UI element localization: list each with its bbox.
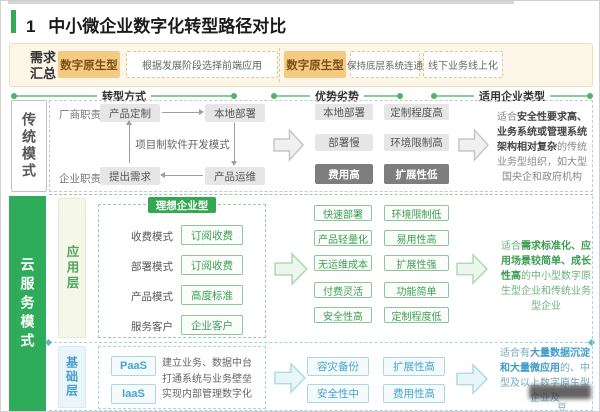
dot-icon — [587, 93, 593, 99]
box-local-deploy: 本地部署 — [205, 104, 265, 122]
base-pros-box: 扩展性高 — [383, 357, 445, 376]
base-pros-box: 容灾备份 — [307, 357, 369, 376]
connector-line — [162, 112, 200, 113]
demand-tag-digital-native-2: 数字原生型 — [284, 51, 346, 78]
base-layer-label: 基础层 — [58, 346, 86, 408]
base-pros-box: 安全性中 — [307, 384, 369, 403]
app-pros-box: 定制程度低 — [384, 307, 449, 323]
app-pros-box: 环境限制低 — [384, 205, 449, 221]
app-pros-box: 易用性高 — [384, 230, 449, 246]
app-pros-box: 付费灵活 — [314, 282, 372, 298]
demand-note-online: 线下业务线上化 — [423, 51, 503, 78]
dot-icon — [11, 93, 17, 99]
pros-box: 部署慢 — [315, 134, 373, 151]
deploy-mode-label: 部署模式 — [131, 261, 173, 273]
block-arrow-right-icon — [457, 125, 490, 165]
cons-box: 费用高 — [315, 164, 373, 184]
title-text: 中小微企业数字化转型路径对比 — [48, 17, 287, 36]
ideal-enterprise-box: 理想企业型 收费模式 订阅收费 部署模式 订阅收费 产品模式 高度标准 服务客户… — [98, 197, 266, 338]
arrowhead-down-icon — [231, 161, 237, 166]
connector-line — [129, 125, 130, 163]
pros-box: 本地部署 — [315, 104, 373, 120]
block-arrow-right-icon — [273, 359, 307, 397]
cloud-mode-label: 云服务模式 — [9, 196, 46, 411]
demand-summary-label: 需求 汇总 — [30, 50, 57, 81]
box-raise-demand: 提出需求 — [100, 167, 160, 185]
fee-mode-value: 订阅收费 — [181, 225, 243, 245]
app-pros-box: 功能简单 — [384, 282, 449, 298]
product-mode-value: 高度标准 — [181, 285, 243, 305]
block-arrow-right-icon — [455, 250, 489, 288]
traditional-mode-row: 厂商职责 产品定制 本地部署 项目制软件开发模式 企业职责 提出需求 产品运维 … — [49, 100, 593, 192]
demand-summary-row: 需求 汇总 数字原生型 根据发展阶段选择前端应用 数字原生型 保持底层系统连通 … — [9, 43, 593, 87]
product-mode-label: 产品模式 — [131, 291, 173, 303]
right-edge-dashed-line — [592, 196, 593, 409]
title-accent-bar — [11, 10, 16, 33]
block-arrow-right-icon — [272, 125, 305, 165]
box-product-customize: 产品定制 — [100, 104, 160, 122]
cons-box: 扩展性低 — [384, 164, 449, 184]
connector-line — [165, 175, 203, 176]
pros-box: 定制程度高 — [384, 104, 449, 120]
blurred-watermark-bar — [529, 385, 591, 399]
demand-note-system-connect: 保持底层系统连通 — [347, 51, 423, 78]
dot-icon — [271, 93, 277, 99]
watermark-char: 豆 — [557, 403, 567, 412]
app-pros-box: 安全性高 — [314, 307, 372, 323]
dot-icon — [397, 93, 403, 99]
vendor-role-label: 厂商职责 — [59, 109, 101, 121]
app-layer-label: 应用层 — [58, 198, 86, 338]
connector-line — [234, 123, 235, 161]
ideal-enterprise-title: 理想企业型 — [148, 197, 216, 213]
section-separator — [49, 193, 593, 195]
title-number: 1 — [26, 17, 36, 36]
demand-tag-digital-native-1: 数字原生型 — [58, 51, 120, 78]
top-edge-strip — [8, 1, 514, 4]
service-customer-label: 服务客户 — [131, 321, 173, 333]
project-dev-note: 项目制软件开发模式 — [135, 139, 230, 151]
app-pros-box: 扩展性强 — [384, 255, 449, 271]
iaas-box: IaaS — [111, 384, 156, 404]
diamond-marker-icon — [44, 338, 53, 347]
arrowhead-right-icon — [199, 109, 204, 115]
enterprise-role-label: 企业职责 — [59, 173, 101, 185]
demand-divider — [279, 48, 280, 82]
layer-separator — [49, 342, 593, 343]
app-pros-box: 产品轻量化 — [314, 230, 372, 246]
app-pros-box: 无运维成本 — [314, 255, 372, 271]
fee-mode-label: 收费模式 — [131, 231, 173, 243]
paas-box: PaaS — [111, 356, 156, 376]
app-suitability-text: 适合需求标准化、应用场景较简单、成长性高的中小型数字原生型企业和传统业务型企业 — [501, 241, 591, 312]
app-pros-box: 快速部署 — [314, 205, 372, 221]
service-customer-value: 企业客户 — [181, 315, 243, 335]
bottom-dashed-line — [49, 410, 593, 411]
block-arrow-right-icon — [273, 249, 309, 289]
traditional-suitability-text: 适合安全性要求高、业务系统或管理系统架构相对复杂的传统业务型组织，如大型国央企和… — [497, 112, 587, 183]
base-layer-desc: 建立业务、数据中台 打通系统与业务壁垒 实现内部管理数字化 — [162, 358, 252, 400]
base-pros-box: 费用性高 — [383, 384, 445, 403]
traditional-mode-label: 传统模式 — [11, 100, 47, 192]
dot-icon — [431, 93, 437, 99]
arrowhead-left-icon — [160, 172, 165, 178]
box-product-ops: 产品运维 — [205, 167, 265, 185]
base-layer-box: PaaS IaaS 建立业务、数据中台 打通系统与业务壁垒 实现内部管理数字化 — [98, 346, 266, 409]
arrowhead-up-icon — [126, 120, 132, 125]
page-title: 1 中小微企业数字化转型路径对比 — [26, 12, 286, 37]
deploy-mode-value: 订阅收费 — [181, 255, 243, 275]
block-arrow-right-icon — [455, 360, 489, 398]
dot-icon — [231, 93, 237, 99]
pros-box: 环境限制高 — [384, 134, 449, 151]
demand-note-frontend-apps: 根据发展阶段选择前端应用 — [126, 51, 278, 78]
